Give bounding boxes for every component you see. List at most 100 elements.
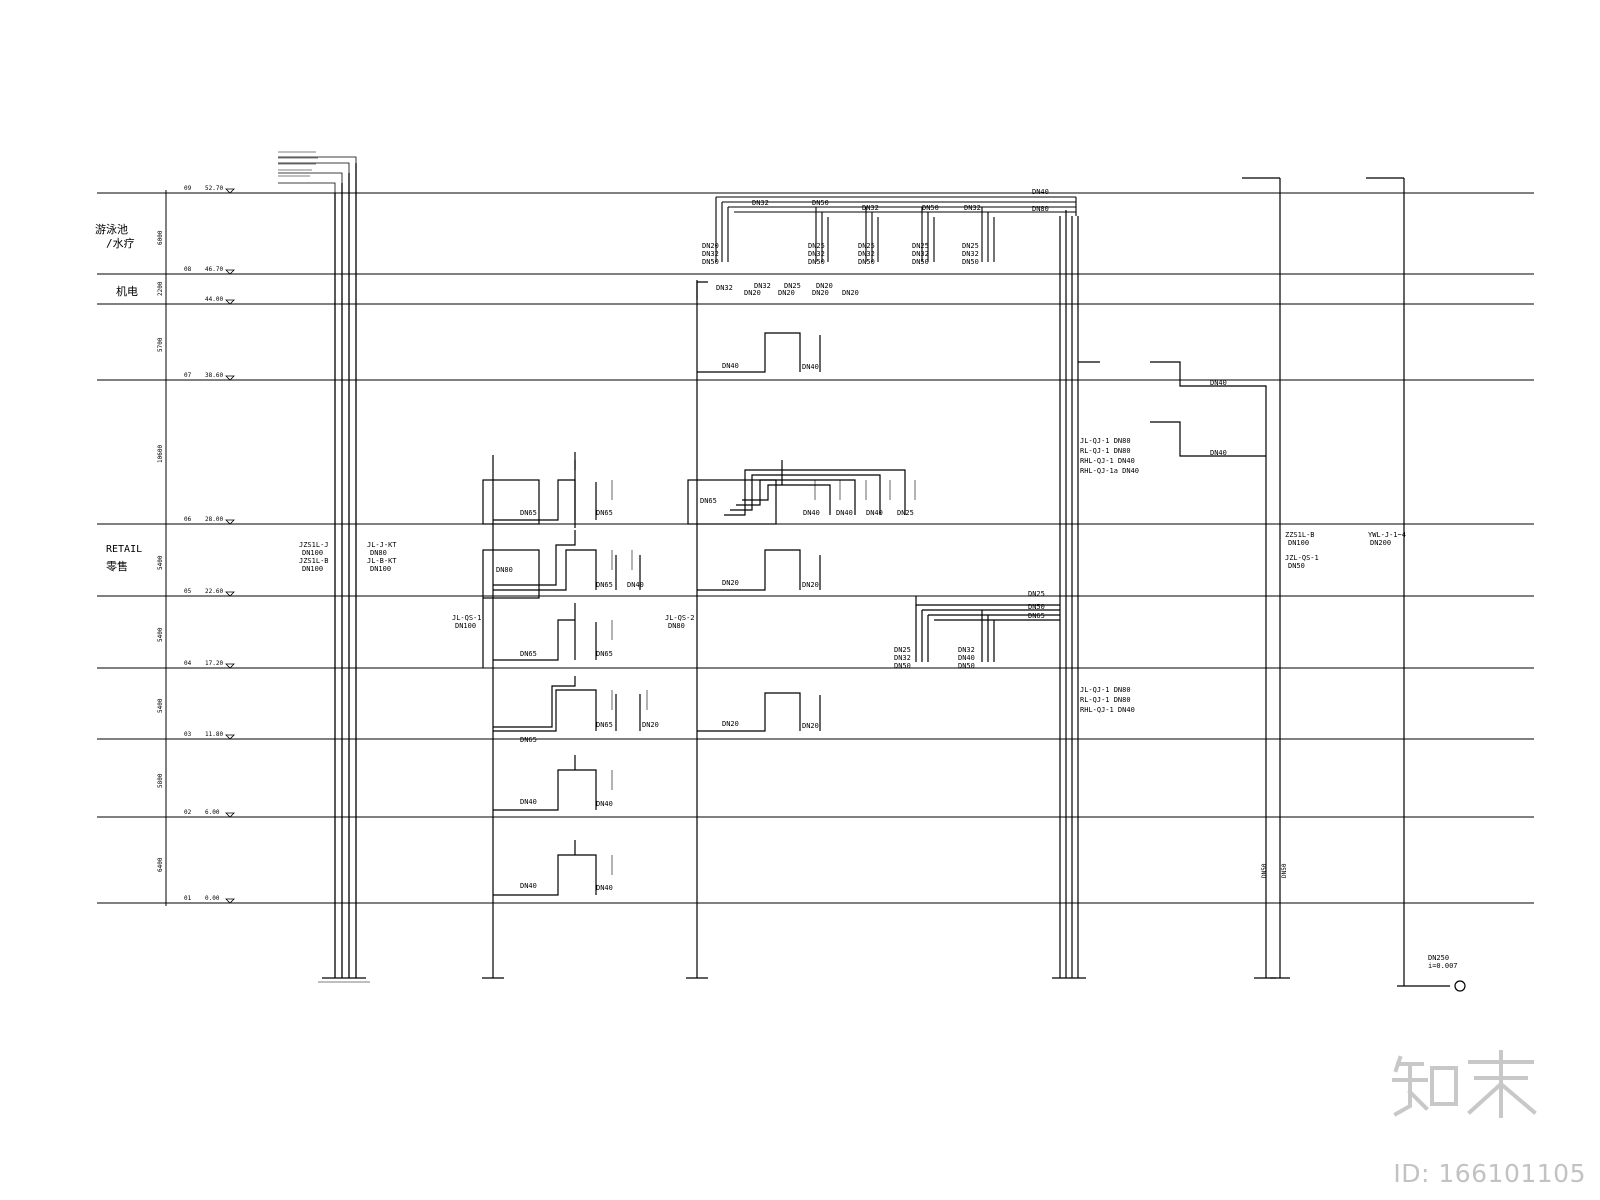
pipe-size-mech-c: DN25 — [784, 282, 801, 290]
pipe-size-05-d-a: DN25 — [1028, 590, 1045, 598]
elevation-02: 6.00 — [205, 809, 220, 816]
pipe-size-05-d-b: DN50 — [1028, 603, 1045, 611]
height-01: 6400 — [157, 857, 164, 872]
riser-label-rl-qj1-upper: RL-QJ-1 DN80 — [1080, 447, 1131, 455]
riser-label-rhl-qj1a-upper: RHL-QJ-1a DN40 — [1080, 467, 1139, 475]
zone-label-retail-cn: 零售 — [106, 559, 128, 573]
outfall-slope: i=0.007 — [1428, 962, 1458, 970]
pipe-size-05-c-b: DN20 — [802, 581, 819, 589]
pipe-size-mech-f: DN20 — [778, 289, 795, 297]
floor-code-03: 03 — [184, 731, 192, 738]
elevation-01: 0.00 — [205, 895, 220, 902]
height-03: 5400 — [157, 698, 164, 713]
pipe-size-06-c-a: DN40 — [803, 509, 820, 517]
riser-label-jl-j-kt: JL-J-KT — [367, 541, 397, 549]
pool-size-b3: DN50 — [808, 258, 825, 266]
elevation-mech: 44.00 — [205, 296, 223, 303]
pipe-size-mech-d: DN20 — [816, 282, 833, 290]
pipe-size-mech-h: DN20 — [842, 289, 859, 297]
zone-label-retail-en: RETAIL — [106, 544, 142, 555]
height-06: 10600 — [157, 445, 164, 463]
pipe-size-06-branch: DN65 — [596, 509, 613, 517]
pipe-size-05-main: DN80 — [496, 566, 513, 574]
riser-group-d — [915, 210, 1267, 979]
floor-code-08: 08 — [184, 266, 192, 273]
elevation-08: 46.70 — [205, 266, 223, 273]
pipe-size-03-c: DN65 — [520, 736, 537, 744]
riser-group-a — [278, 156, 366, 979]
pipe-size-02-b: DN40 — [596, 800, 613, 808]
pipe-size-04-supply: DN65 — [520, 650, 537, 658]
riser-label-ywl-j-dn: DN200 — [1370, 539, 1391, 547]
pool-size-d1: DN25 — [912, 242, 929, 250]
floor-code-07: 07 — [184, 372, 192, 379]
height-pool: 6000 — [157, 230, 164, 245]
riser-e-size-b: DN50 — [1281, 863, 1288, 878]
riser-label-ywl-j: YWL-J-1~4 — [1368, 531, 1406, 539]
height-02: 5800 — [157, 773, 164, 788]
riser-label-jl-qs1-dn: DN100 — [455, 622, 476, 630]
pool-size-d3: DN50 — [912, 258, 929, 266]
floor-elevations: 52.70 46.70 44.00 38.60 28.00 22.60 17.2… — [205, 185, 223, 902]
floor-code-09: 09 — [184, 185, 192, 192]
riser-label-jzl-qs1-dn: DN50 — [1288, 562, 1305, 570]
pipe-size-01-b: DN40 — [596, 884, 613, 892]
riser-a-tags — [278, 151, 370, 983]
elevation-03: 11.80 — [205, 731, 223, 738]
watermark-logo — [1392, 1050, 1537, 1118]
pool-size-d2: DN32 — [912, 250, 929, 258]
pool-manifold-size-e: DN32 — [964, 204, 981, 212]
pipe-size-03-b: DN20 — [642, 721, 659, 729]
riser-label-rhl-qj1-lower: RHL-QJ-1 DN40 — [1080, 706, 1135, 714]
height-05: 5400 — [157, 555, 164, 570]
pool-main-dn80: DN80 — [1032, 205, 1049, 213]
pipe-size-mech-a: DN32 — [716, 284, 733, 292]
floor-heights: 6000 2200 5700 10600 5400 5400 5400 5800… — [157, 230, 164, 872]
pipe-size-04-d-b: DN32 — [894, 654, 911, 662]
height-mech: 2200 — [157, 281, 164, 296]
pipe-size-06-supply: DN65 — [520, 509, 537, 517]
pool-manifold-size-c: DN32 — [862, 204, 879, 212]
elevation-07: 38.60 — [205, 372, 223, 379]
floor-lines — [97, 190, 1534, 906]
height-07: 5700 — [157, 337, 164, 352]
floor-code-06: 06 — [184, 516, 192, 523]
elevation-04: 17.20 — [205, 660, 223, 667]
riser-label-zzs1l-b: ZZS1L-B — [1285, 531, 1315, 539]
pipe-size-mech-g: DN20 — [812, 289, 829, 297]
riser-label-jzl-qs1: JZL-QS-1 — [1285, 554, 1319, 562]
pipe-size-06-d-a: DN40 — [1210, 449, 1227, 457]
riser-label-jl-qj1-lower: JL-QJ-1 DN80 — [1080, 686, 1131, 694]
pipe-size-04-d-e: DN40 — [958, 654, 975, 662]
pipe-size-mech-b: DN32 — [754, 282, 771, 290]
floor-code-02: 02 — [184, 809, 192, 816]
riser-group-b — [482, 452, 641, 979]
floor-code-01: 01 — [184, 895, 192, 902]
riser-label-jzs1l-b: JZS1L-B — [299, 557, 329, 565]
top-manifold — [715, 196, 1077, 262]
pipe-size-04-d-a: DN25 — [894, 646, 911, 654]
pipe-size-05-d-c: DN65 — [1028, 612, 1045, 620]
pipe-size-05-b: DN40 — [627, 581, 644, 589]
riser-label-jl-qs1: JL-QS-1 — [452, 614, 482, 622]
pipe-size-04-branch: DN65 — [596, 650, 613, 658]
pipe-size-03-a: DN65 — [596, 721, 613, 729]
pipe-size-03-c-a: DN20 — [722, 720, 739, 728]
pipe-size-04-d-d: DN32 — [958, 646, 975, 654]
riser-label-rhl-qj1-upper: RHL-QJ-1 DN40 — [1080, 457, 1135, 465]
elevation-09: 52.70 — [205, 185, 223, 192]
riser-c-gauges — [814, 480, 916, 500]
pipe-size-05-a: DN65 — [596, 581, 613, 589]
riser-group-c — [686, 280, 906, 979]
pipe-size-mech-e: DN20 — [744, 289, 761, 297]
outfall-size: DN250 — [1428, 954, 1449, 962]
height-04: 5400 — [157, 627, 164, 642]
floor-code-05: 05 — [184, 588, 192, 595]
riser-label-jl-qs2: JL-QS-2 — [665, 614, 695, 622]
pipe-size-07-b: DN40 — [802, 363, 819, 371]
riser-label-zzs1l-b-dn: DN100 — [1288, 539, 1309, 547]
riser-label-jzs1l-b-dn: DN100 — [302, 565, 323, 573]
pool-manifold-size-b: DN50 — [812, 199, 829, 207]
zone-label-mech: 机电 — [116, 284, 138, 298]
